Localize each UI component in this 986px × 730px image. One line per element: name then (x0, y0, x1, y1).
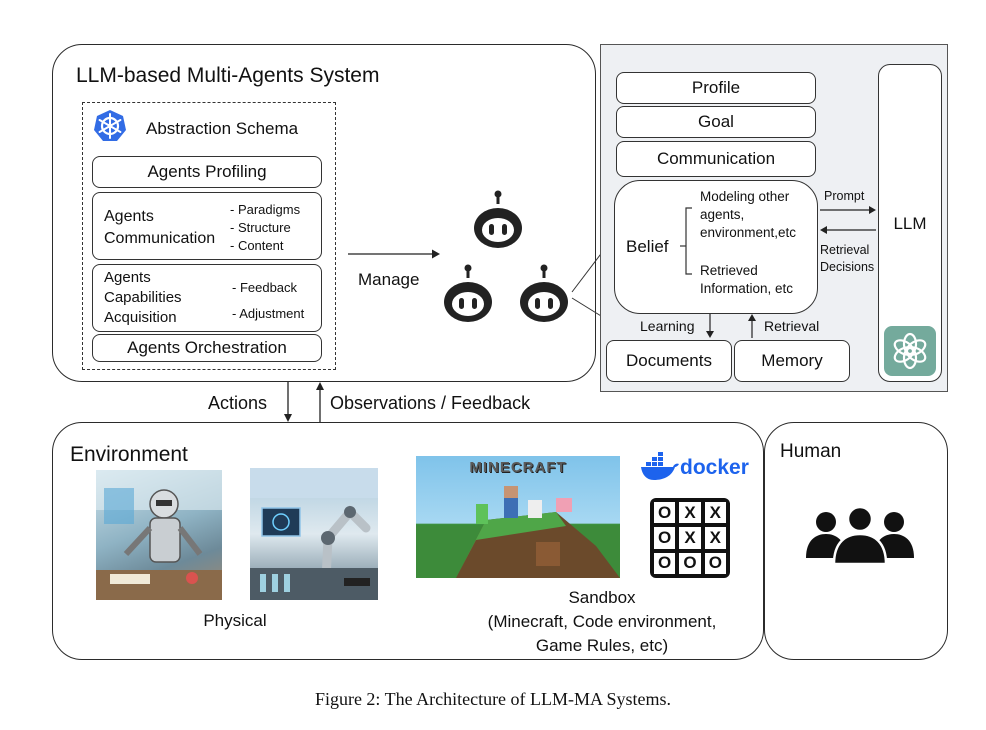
agents-capabilities-label: Agents Capabilities Acquisition (104, 269, 182, 326)
robot-head-icon (516, 264, 572, 326)
capabilities-item: - Feedback (232, 280, 298, 295)
communication-label: Communication (656, 149, 776, 168)
goal-box (616, 106, 816, 138)
profile-label: Profile (691, 78, 741, 97)
tictactoe-cell: X (704, 527, 726, 549)
kubernetes-wheel-icon (92, 108, 128, 144)
belief-label: Belief (626, 237, 669, 256)
environment-title: Environment (70, 443, 188, 466)
human-title: Human (780, 441, 842, 462)
belief-retrieved-text: Retrieved Information, etc (700, 263, 794, 296)
documents-label: Documents (626, 351, 712, 370)
tictactoe-cell: X (704, 502, 726, 524)
tictactoe-cell: O (654, 527, 676, 549)
people-group-icon (804, 506, 916, 566)
robot-head-icon (440, 264, 496, 326)
docker-wordmark: docker (680, 456, 749, 479)
minecraft-logo: MINECRAFT (469, 459, 567, 476)
prompt-label: Prompt (824, 189, 865, 203)
agents-profiling-box (92, 156, 322, 188)
communication-item: - Paradigms (230, 202, 301, 217)
documents-box (606, 340, 732, 382)
agents-communication-label: Agents Communication (104, 208, 216, 247)
belief-modeling-text: Modeling other agents, environment,etc (700, 189, 797, 240)
capabilities-item: - Adjustment (232, 306, 305, 321)
minecraft-image (416, 456, 620, 578)
agents-communication-box (92, 192, 322, 260)
agents-orchestration-label: Agents Orchestration (127, 338, 287, 357)
robot-arm-lab-photo (250, 468, 378, 600)
tictactoe-cell: X (679, 502, 701, 524)
figure-caption: Figure 2: The Architecture of LLM-MA Sys… (314, 689, 672, 709)
abstraction-schema-title: Abstraction Schema (146, 119, 299, 138)
learning-label: Learning (640, 318, 695, 334)
robot-head-icon (470, 190, 526, 252)
docker-whale-icon (640, 452, 680, 482)
llm-label: LLM (893, 214, 927, 233)
belief-box (614, 180, 818, 314)
communication-item: - Structure (230, 220, 291, 235)
sandbox-label: Sandbox (Minecraft, Code environment, Ga… (487, 588, 717, 655)
agents-capabilities-box (92, 264, 322, 332)
tictactoe-cell: O (679, 552, 701, 574)
agents-orchestration-box (92, 334, 322, 362)
retrieval-decisions-label: Retrieval Decisions (820, 243, 875, 274)
tictactoe-cell: O (654, 552, 676, 574)
agents-profiling-label: Agents Profiling (147, 162, 267, 181)
tictactoe-cell: O (654, 502, 676, 524)
learning-arrow (704, 314, 716, 338)
manage-label: Manage (358, 270, 420, 289)
memory-box (734, 340, 850, 382)
observations-label: Observations / Feedback (330, 393, 531, 413)
tictactoe-cell: O (704, 552, 726, 574)
tictactoe-cell: X (679, 527, 701, 549)
abstraction-schema-box (82, 102, 336, 370)
retrieval-arrow (746, 314, 758, 338)
prompt-arrow (820, 205, 876, 215)
actions-label: Actions (208, 393, 268, 413)
belief-bracket (680, 206, 696, 276)
physical-label: Physical (203, 611, 267, 630)
observations-arrow (314, 382, 326, 422)
communication-box (616, 141, 816, 177)
openai-logo-icon (884, 326, 936, 376)
manage-arrow (348, 248, 440, 260)
profile-box (616, 72, 816, 104)
retrieval-label: Retrieval (764, 318, 820, 334)
communication-item: - Content (230, 238, 284, 253)
tictactoe-board: O X X O X X O O O (650, 498, 730, 578)
goal-label: Goal (698, 112, 734, 131)
retrieval-decisions-arrow (820, 225, 876, 235)
mas-title: LLM-based Multi-Agents System (76, 64, 380, 87)
robot-lab-photo (96, 470, 222, 600)
memory-label: Memory (761, 351, 823, 370)
actions-arrow (282, 382, 294, 422)
